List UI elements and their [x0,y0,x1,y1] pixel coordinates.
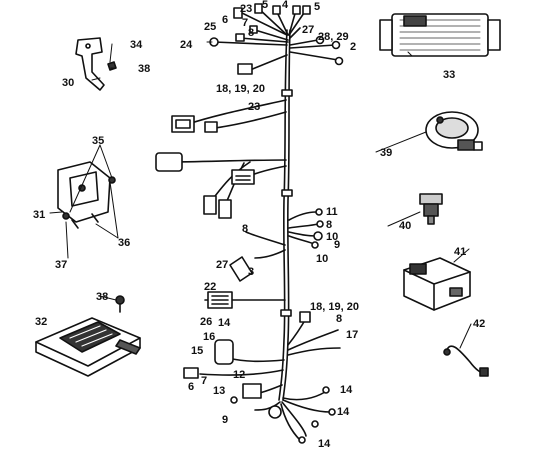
callout-6-top: 6 [222,14,228,26]
connector-18-19-20 [237,63,253,75]
callout-14-left: 14 [218,317,231,329]
connector-large-left [155,152,183,172]
callout-18-19-20-upper: 18, 19, 20 [216,83,265,95]
callout-36: 36 [118,237,130,249]
control-module-33 [379,13,501,57]
connector-block-mid [231,169,255,185]
callout-41: 41 [454,246,466,258]
callout-23-mid: 23 [248,101,260,113]
harness-connectors [155,3,344,444]
callout-5-top-b: 5 [314,1,320,13]
callout-15: 15 [191,345,203,357]
callout-28-29: 28, 29 [318,31,349,43]
callout-26: 26 [200,316,212,328]
callout-31: 31 [33,209,45,221]
callout-4: 4 [282,0,289,11]
callout-12: 12 [233,369,245,381]
callout-8-top: 8 [248,27,254,39]
main-harness-trunk [164,7,341,441]
callout-9-lower: 9 [222,414,228,426]
callout-32: 32 [35,316,47,328]
sensor-39 [425,111,483,151]
callout-2: 2 [350,41,356,53]
callout-40: 40 [399,220,411,232]
connector-23 [233,7,243,19]
callout-14-bottom: 14 [318,438,331,450]
callout-42: 42 [473,318,485,330]
callout-8-right: 8 [326,219,332,231]
callout-18-19-20-lower: 18, 19, 20 [310,301,359,313]
callout-3: 3 [248,266,254,278]
callout-38-upper: 38 [138,63,150,75]
callout-9-right: 9 [334,239,340,251]
callout-24: 24 [180,39,193,51]
callout-10-right-a: 10 [326,231,338,243]
callout-16: 16 [203,331,215,343]
bracket-31 [57,161,116,229]
callout-13: 13 [213,385,225,397]
callout-23-top: 23 [240,3,252,15]
bolt-38-lower [115,295,125,313]
callout-14-right-b: 14 [337,406,350,418]
leader-lines [49,41,472,349]
callout-11: 11 [326,206,338,218]
module-32 [35,317,141,377]
sensor-40 [419,193,443,225]
callout-6-lower: 6 [188,381,194,393]
callout-34: 34 [130,39,143,51]
clip-42 [443,345,489,377]
callout-labels: 23 5 4 5 6 25 7 27 28, 29 8 24 2 18, 19,… [33,0,485,450]
callout-39: 39 [380,147,392,159]
callout-17: 17 [346,329,358,341]
callout-8-left: 8 [242,223,248,235]
connector-15-16 [214,339,234,365]
callout-25: 25 [204,21,216,33]
connector-5 [254,3,263,14]
callout-35: 35 [92,135,104,147]
callout-22: 22 [204,281,216,293]
connector-bottom-round [268,405,282,419]
callout-8-lower: 8 [336,313,342,325]
callout-10-right-b: 10 [316,253,328,265]
connector-27-3 [229,256,253,282]
callout-37: 37 [55,259,67,271]
bracket-30 [75,37,117,91]
callout-38-lower: 38 [96,291,108,303]
callout-30: 30 [62,77,74,89]
callout-27-mid: 27 [216,259,228,271]
callout-7-lower: 7 [201,375,207,387]
callout-14-right-a: 14 [340,384,353,396]
callout-5-top-a: 5 [262,0,268,11]
callout-33: 33 [443,69,455,81]
callout-27-top: 27 [302,24,314,36]
callout-7-top: 7 [242,17,248,29]
module-41 [403,257,471,311]
